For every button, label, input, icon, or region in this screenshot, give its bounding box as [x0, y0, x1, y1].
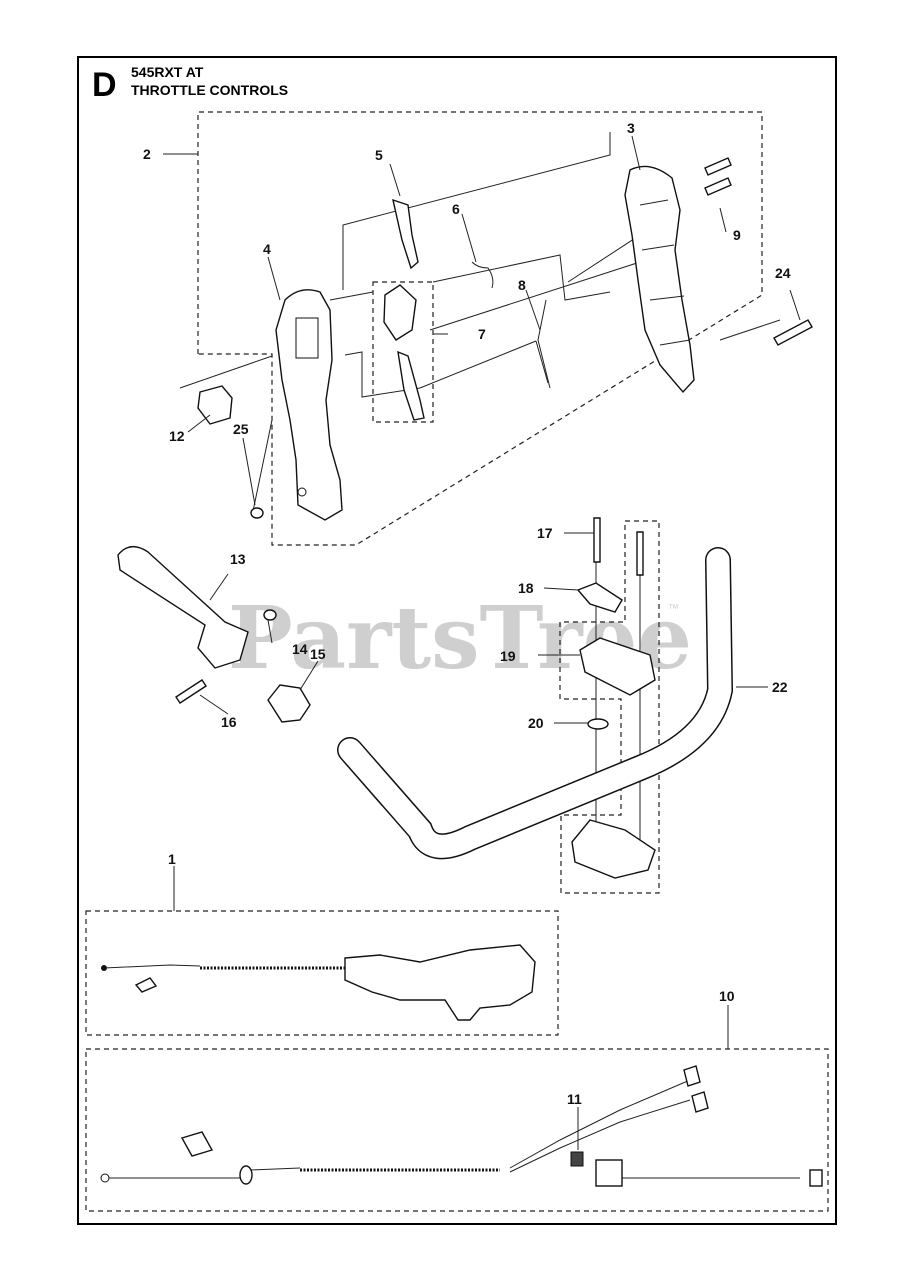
callout-4: 4	[263, 241, 271, 257]
clamp-washer	[587, 718, 609, 730]
cable-connector-right-bottom	[691, 1091, 709, 1113]
callout-17: 17	[537, 525, 553, 541]
clamp-knob	[267, 684, 311, 723]
rear-handle-half	[275, 289, 343, 521]
throttle-trigger	[397, 350, 425, 421]
left-grip	[117, 546, 249, 669]
clamp-bolt	[593, 517, 601, 563]
callout-22: 22	[772, 679, 788, 695]
callout-2: 2	[143, 146, 151, 162]
handle-bolt	[773, 319, 813, 346]
callout-15: 15	[310, 646, 326, 662]
grip-screw	[175, 679, 207, 704]
handle-cable	[103, 964, 201, 969]
handle-nut	[250, 507, 264, 519]
lockout-spring	[471, 261, 494, 289]
callout-13: 13	[230, 551, 246, 567]
handle-screws	[704, 157, 732, 196]
callout-16: 16	[221, 714, 237, 730]
callout-9: 9	[733, 227, 741, 243]
callout-20: 20	[528, 715, 544, 731]
callout-18: 18	[518, 580, 534, 596]
page-frame	[77, 56, 837, 1225]
cable-wires	[105, 1079, 800, 1179]
cable-adjuster	[595, 1159, 623, 1187]
callout-12: 12	[169, 428, 185, 444]
front-handle-ribs	[639, 199, 691, 346]
handle-kit-outline	[85, 910, 559, 1036]
cable-ferrule	[239, 1165, 253, 1185]
grip-nut	[263, 609, 277, 621]
clamp-bottom	[571, 819, 656, 879]
callout-5: 5	[375, 147, 383, 163]
watermark-trademark: ™	[668, 603, 679, 615]
cable-connector-right-top	[683, 1065, 701, 1087]
handle-cable-plug	[134, 977, 158, 993]
handle-cable-end	[101, 965, 107, 971]
handlebar-tube-inner	[338, 548, 732, 858]
callout-6: 6	[452, 201, 460, 217]
callout-25: 25	[233, 421, 249, 437]
stop-switch	[197, 385, 233, 425]
model-label: 545RXT AT	[131, 64, 204, 80]
section-letter: D	[92, 66, 117, 104]
section-title: THROTTLE CONTROLS	[131, 82, 288, 98]
callout-11: 11	[567, 1091, 582, 1107]
throttle-lockout	[392, 198, 419, 270]
stop-switch-trigger	[383, 284, 417, 341]
callout-8: 8	[518, 277, 526, 293]
callout-3: 3	[627, 120, 635, 136]
cable-adjuster-nut	[570, 1151, 584, 1167]
complete-handle	[344, 944, 536, 1021]
clamp-long-bolt	[636, 531, 644, 576]
rear-handle-slot	[295, 317, 319, 359]
cable-kit-outline	[85, 1048, 829, 1212]
front-handle-half	[624, 165, 695, 394]
handle-assembly-outline	[197, 111, 763, 546]
callout-19: 19	[500, 648, 516, 664]
trigger-kit-outline	[372, 281, 434, 423]
callout-14: 14	[292, 641, 308, 657]
trigger-spring	[537, 299, 551, 389]
cable-connector-left	[180, 1131, 214, 1157]
clamp-plate	[576, 582, 623, 613]
cable-end-cap	[809, 1169, 823, 1187]
callout-1: 1	[168, 851, 176, 867]
cable-end-ball	[100, 1173, 110, 1183]
callout-leaders	[163, 135, 801, 1150]
callout-24: 24	[775, 265, 791, 281]
callout-7: 7	[478, 326, 486, 342]
rear-handle-hole	[297, 487, 307, 497]
assembly-lines	[179, 132, 781, 850]
callout-10: 10	[719, 988, 735, 1004]
clamp-top	[579, 637, 656, 696]
